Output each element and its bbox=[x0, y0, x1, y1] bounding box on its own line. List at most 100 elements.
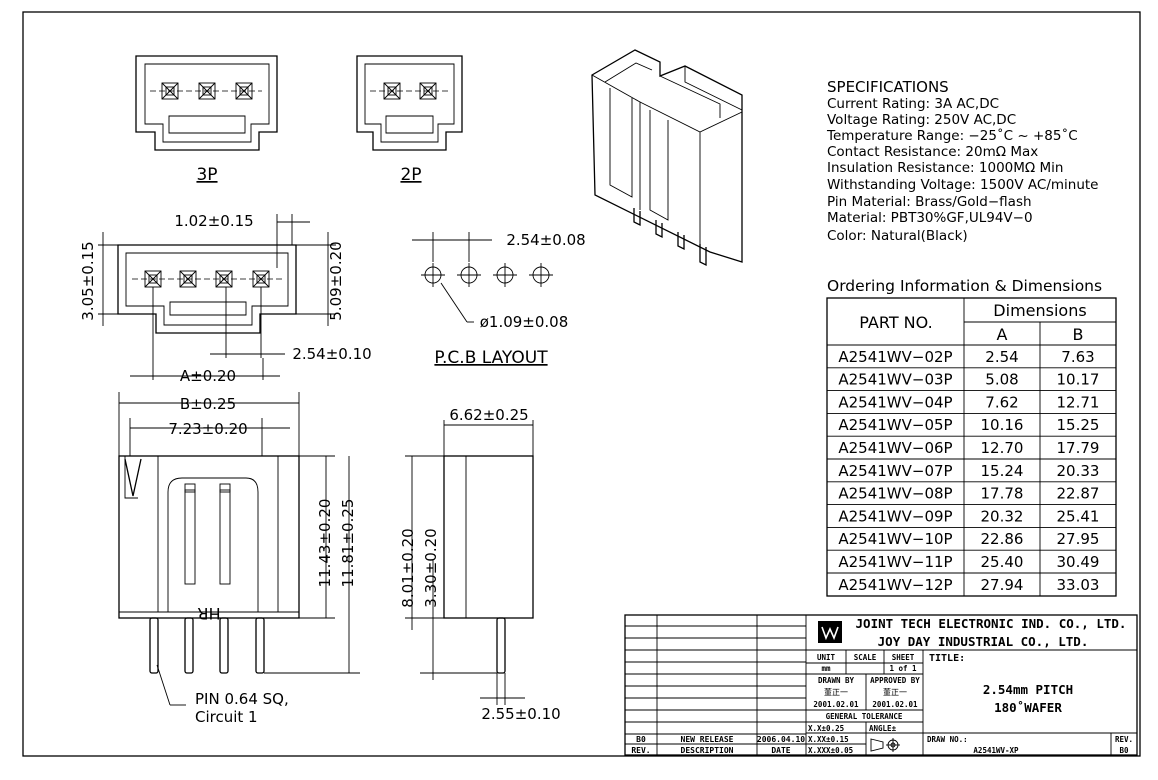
dim-b-cell: 12.71 bbox=[1057, 393, 1100, 411]
spec-line: Voltage Rating: 250V AC,DC bbox=[827, 112, 1016, 128]
drawn-label: DRAWN BY bbox=[818, 676, 855, 685]
col-dimensions: Dimensions bbox=[993, 301, 1086, 320]
col-a: A bbox=[997, 325, 1008, 344]
part-no-cell: A2541WV−10P bbox=[838, 530, 952, 548]
dim-801: 8.01±0.20 bbox=[399, 528, 417, 607]
rev-code: B0 bbox=[636, 735, 646, 744]
rev-label: REV. bbox=[1115, 735, 1133, 744]
company-logo bbox=[818, 621, 842, 643]
dim-a-cell: 5.08 bbox=[985, 371, 1018, 389]
profile-view bbox=[405, 420, 534, 705]
dim-b-cell: 27.95 bbox=[1057, 530, 1100, 548]
approved-label: APPROVED BY bbox=[870, 676, 920, 685]
part-no-cell: A2541WV−07P bbox=[838, 462, 952, 480]
label-3p: 3P bbox=[196, 165, 217, 185]
dim-hole: ø1.09±0.08 bbox=[480, 313, 569, 331]
part-no-cell: A2541WV−06P bbox=[838, 439, 952, 457]
dim-662: 6.62±0.25 bbox=[449, 406, 528, 424]
dim-a-cell: 12.70 bbox=[981, 439, 1024, 457]
specs-heading: SPECIFICATIONS bbox=[827, 78, 949, 96]
spec-line: Pin Material: Brass/Gold−flash bbox=[827, 194, 1032, 210]
dim-305: 3.05±0.15 bbox=[79, 241, 97, 320]
dim-a-cell: 17.78 bbox=[981, 485, 1024, 503]
dim-b-cell: 15.25 bbox=[1057, 416, 1100, 434]
tol-3: X.XXX±0.05 bbox=[808, 746, 853, 755]
dim-a-cell: 25.40 bbox=[981, 553, 1024, 571]
drawn-name: 董正一 bbox=[824, 687, 848, 697]
rev-desc: NEW RELEASE bbox=[681, 735, 734, 744]
company-name-2: JOY DAY INDUSTRIAL CO., LTD. bbox=[878, 634, 1089, 649]
side-view bbox=[118, 392, 360, 706]
spec-line: Temperature Range: −25˚C ~ +85˚C bbox=[826, 127, 1078, 144]
col-part-no: PART NO. bbox=[859, 313, 932, 332]
label-pcb-layout: P.C.B LAYOUT bbox=[434, 348, 548, 368]
part-no-cell: A2541WV−03P bbox=[838, 371, 952, 389]
rev-date: 2006.04.10 bbox=[757, 735, 805, 744]
col-b: B bbox=[1073, 325, 1084, 344]
dim-pcb-pitch: 2.54±0.08 bbox=[506, 231, 585, 249]
part-no-cell: A2541WV−12P bbox=[838, 576, 952, 594]
dim-a-cell: 15.24 bbox=[981, 462, 1024, 480]
dim-a-cell: 20.32 bbox=[981, 507, 1024, 525]
dim-pin-offset: 1.02±0.15 bbox=[174, 212, 253, 230]
company-name-1: JOINT TECH ELECTRONIC IND. CO., LTD. bbox=[856, 616, 1127, 631]
sheet-border bbox=[22, 11, 1141, 757]
dim-b-cell: 33.03 bbox=[1057, 576, 1100, 594]
unit-label: UNIT bbox=[817, 653, 836, 662]
part-no-cell: A2541WV−08P bbox=[838, 485, 952, 503]
part-no-cell: A2541WV−04P bbox=[838, 393, 952, 411]
dim-b-cell: 20.33 bbox=[1057, 462, 1100, 480]
approved-name: 董正一 bbox=[883, 687, 907, 697]
part-no-cell: A2541WV−11P bbox=[838, 553, 952, 571]
isometric-view bbox=[591, 49, 743, 267]
dim-b-cell: 30.49 bbox=[1057, 553, 1100, 571]
hdr-rev: REV. bbox=[631, 746, 650, 755]
title-line-2: 180˚WAFER bbox=[994, 700, 1062, 715]
hdr-desc: DESCRIPTION bbox=[681, 746, 734, 755]
part-no-cell: A2541WV−09P bbox=[838, 507, 952, 525]
front-top-view bbox=[98, 214, 336, 380]
hdr-date: DATE bbox=[771, 746, 790, 755]
dim-1181: 11.81±0.25 bbox=[339, 499, 357, 588]
dim-b-cell: 7.63 bbox=[1061, 348, 1094, 366]
dim-509: 5.09±0.20 bbox=[327, 241, 345, 320]
label-2p: 2P bbox=[400, 165, 421, 185]
general-tolerance: GENERAL TOLERANCE bbox=[826, 712, 903, 721]
view-2p bbox=[356, 55, 463, 151]
dim-a-cell: 7.62 bbox=[985, 393, 1018, 411]
dim-b-cell: 10.17 bbox=[1057, 371, 1100, 389]
dim-a-cell: 22.86 bbox=[981, 530, 1024, 548]
pcb-layout bbox=[412, 232, 553, 323]
tol-1: X.X±0.25 bbox=[808, 724, 844, 733]
unit-value: mm bbox=[821, 664, 831, 673]
part-no-cell: A2541WV−05P bbox=[838, 416, 952, 434]
specifications: SPECIFICATIONS Current Rating: 3A AC,DC … bbox=[826, 78, 1099, 244]
title-line-1: 2.54mm PITCH bbox=[983, 682, 1073, 697]
dim-b: B±0.25 bbox=[180, 395, 236, 413]
title-label: TITLE: bbox=[929, 653, 965, 664]
spec-line: Current Rating: 3A AC,DC bbox=[827, 96, 999, 112]
drawno-value: A2541WV-XP bbox=[973, 746, 1019, 755]
spec-line: Color: Natural(Black) bbox=[827, 228, 968, 244]
dim-b-cell: 17.79 bbox=[1057, 439, 1100, 457]
dim-a-cell: 2.54 bbox=[985, 348, 1018, 366]
angle-label: ANGLE± bbox=[869, 724, 897, 733]
rev-value: B0 bbox=[1119, 746, 1129, 755]
view-3p bbox=[135, 55, 278, 151]
sheet-value: 1 of 1 bbox=[889, 664, 917, 673]
pin-note-2: Circuit 1 bbox=[195, 708, 258, 726]
tol-2: X.XX±0.15 bbox=[808, 735, 849, 744]
sheet-label: SHEET bbox=[892, 653, 915, 662]
dim-a: A±0.20 bbox=[180, 367, 236, 385]
hr-mark: HR bbox=[197, 604, 220, 623]
dim-330: 3.30±0.20 bbox=[422, 528, 440, 607]
spec-line: Material: PBT30%GF,UL94V−0 bbox=[827, 210, 1033, 226]
projection-symbol bbox=[870, 738, 900, 752]
dim-b-cell: 25.41 bbox=[1057, 507, 1100, 525]
dim-b-cell: 22.87 bbox=[1057, 485, 1100, 503]
dim-pitch-bottom: 2.54±0.10 bbox=[292, 345, 371, 363]
ordering-heading: Ordering Information & Dimensions bbox=[827, 277, 1102, 295]
spec-line: Withstanding Voltage: 1500V AC/minute bbox=[827, 177, 1099, 193]
scale-label: SCALE bbox=[854, 653, 877, 662]
drawn-date: 2001.02.01 bbox=[813, 700, 859, 709]
